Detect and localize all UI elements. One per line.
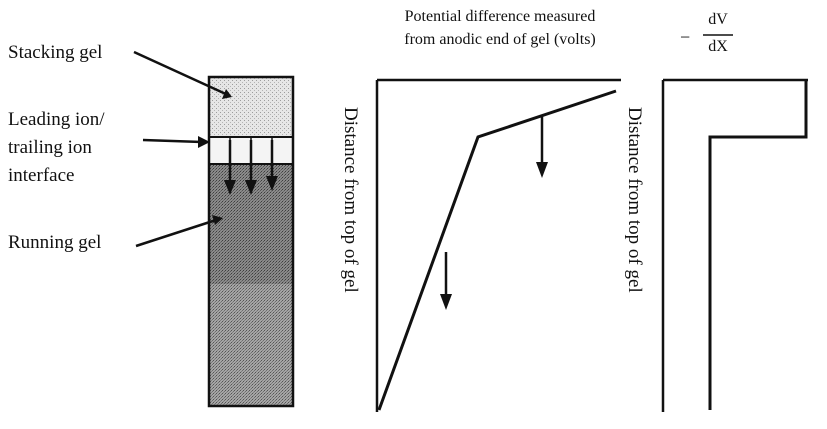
downward-arrow	[536, 116, 548, 178]
derivative-minus-sign: −	[680, 27, 691, 47]
potential-plot-header-line-1: Potential difference measured	[404, 8, 596, 25]
derivative-plot-vertical-label: Distance from top of gel	[624, 107, 645, 293]
migration-arrow	[224, 140, 236, 195]
gel-outline	[207, 75, 295, 408]
derivative-step-curve	[708, 81, 808, 410]
running-gel-leader-arrowhead	[212, 215, 223, 225]
downward-arrow	[440, 252, 452, 310]
running-gel-label: Running gel	[8, 232, 102, 253]
potential-plot-header-line-2: from anodic end of gel (volts)	[404, 31, 596, 48]
running-gel-lower-region	[209, 284, 293, 406]
stacking-gel-leader-arrowhead	[222, 89, 232, 99]
interface-label-line-3: interface	[8, 165, 75, 186]
potential-curve	[377, 89, 617, 411]
derivative-numerator: dV	[708, 11, 728, 28]
stacking-gel-leader-line	[133, 50, 229, 97]
running-gel-leader-line	[135, 218, 217, 248]
potential-plot-vertical-label: Distance from top of gel	[340, 107, 361, 293]
migration-arrow	[245, 140, 257, 195]
stacking-gel-label: Stacking gel	[8, 42, 103, 63]
stacking-gel-region	[209, 77, 293, 137]
interface-leader-arrowhead	[198, 136, 210, 148]
interface-label-line-2: trailing ion	[8, 137, 92, 158]
interface-label-line-1: Leading ion/	[8, 109, 105, 130]
migration-arrow	[266, 140, 278, 191]
derivative-denominator: dX	[708, 38, 728, 55]
interface-leader-line	[142, 138, 203, 144]
